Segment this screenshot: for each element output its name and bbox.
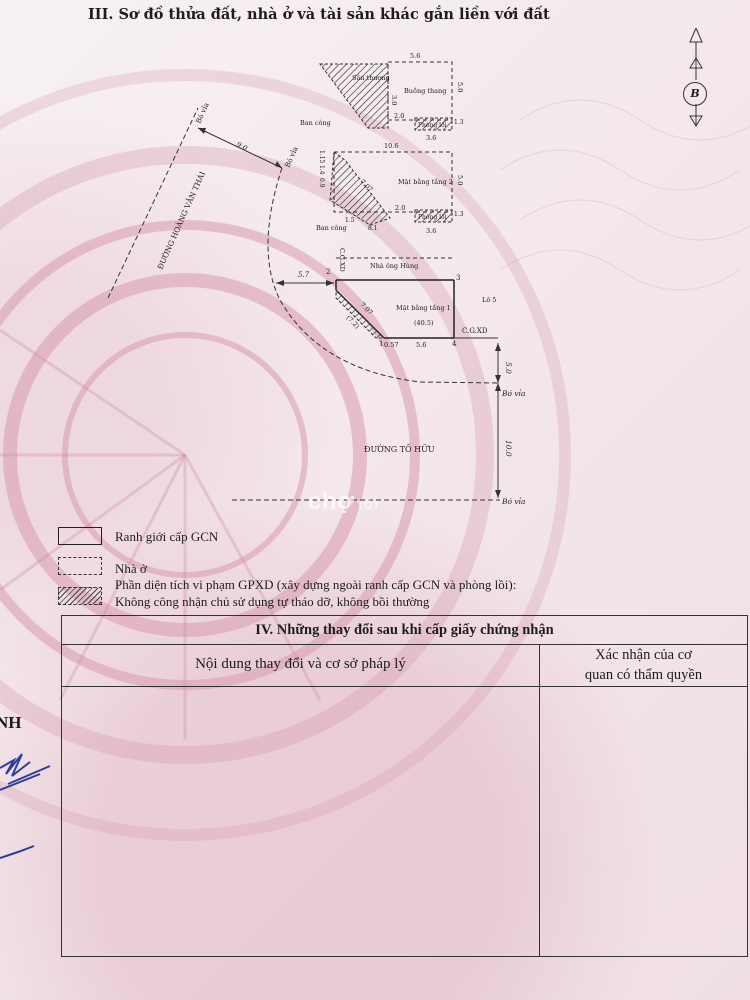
svg-text:Bó vỉa: Bó vỉa [501,389,526,398]
floor1-plan: Nhà ông Hùng Mặt bằng tầng 1 (40.5) C.G.… [276,248,498,349]
svg-text:1.3: 1.3 [454,119,464,126]
handwritten-signature [0,753,51,859]
column-header-confirmation: Xác nhận của cơ quan có thẩm quyền [584,647,703,683]
svg-text:2: 2 [326,268,330,276]
column-divider [539,644,540,956]
svg-text:Ban công: Ban công [300,119,331,127]
svg-text:Mặt bằng tầng 2: Mặt bằng tầng 2 [398,177,453,186]
svg-text:5.7: 5.7 [298,271,310,279]
svg-text:(40.5): (40.5) [414,319,434,327]
svg-text:2.0: 2.0 [394,112,404,120]
svg-text:5.0: 5.0 [456,175,464,185]
svg-text:4: 4 [452,340,457,348]
svg-text:5.6: 5.6 [410,52,420,60]
svg-text:Phòng lồi: Phòng lồi [418,213,447,221]
svg-text:2.0: 2.0 [395,204,405,212]
svg-text:Bó vỉa: Bó vỉa [283,145,300,169]
land-plot-diagram: Sân thượng Buồng thang Ban công Phòng lồ… [107,52,526,506]
svg-text:8.1: 8.1 [368,225,378,232]
svg-text:0.57: 0.57 [384,341,398,349]
svg-text:1.5: 1.5 [345,217,355,224]
svg-text:Sân thượng: Sân thượng [352,74,390,82]
svg-text:3.6: 3.6 [426,227,436,235]
svg-text:1.4: 1.4 [318,165,325,175]
svg-text:Mặt bằng tầng 1: Mặt bằng tầng 1 [396,303,451,312]
svg-text:ĐƯỜNG TỐ HỮU: ĐƯỜNG TỐ HỮU [364,444,435,454]
svg-text:Nhà ông Hùng: Nhà ông Hùng [370,261,418,270]
margin-text: NH [0,713,22,732]
svg-text:0.9: 0.9 [318,178,325,188]
svg-text:5.0: 5.0 [456,82,464,92]
legend-boundary-swatch [58,527,102,545]
changes-table-title: IV. Những thay đổi sau khi cấp giấy chứn… [62,616,747,645]
svg-text:ĐƯỜNG HOÀNG VĂN THÁI: ĐƯỜNG HOÀNG VĂN THÁI [156,170,207,271]
stamp-badge: B [683,82,707,106]
svg-text:1.3: 1.3 [454,211,464,218]
changes-table: IV. Những thay đổi sau khi cấp giấy chứn… [61,615,748,957]
svg-text:Bó vỉa: Bó vỉa [501,497,526,506]
svg-text:1: 1 [379,340,383,348]
svg-text:5.6: 5.6 [416,341,426,349]
svg-text:10.0: 10.0 [504,440,513,457]
svg-text:10.6: 10.6 [384,142,398,150]
legend-house-label: Nhà ở [115,561,147,576]
column-header-content: Nội dung thay đổi và cơ sở pháp lý [195,656,406,672]
svg-text:Lô 5: Lô 5 [482,296,496,304]
svg-text:Ban công: Ban công [316,224,347,232]
legend-violation-swatch [58,587,102,605]
svg-text:3: 3 [456,274,460,282]
svg-text:Phòng lồi: Phòng lồi [418,121,447,129]
legend-boundary-label: Ranh giới cấp GCN [115,529,219,544]
legend-house-swatch [58,557,102,575]
floor2-plan: Mặt bằng tầng 2 Ban công Phòng lồi 10.6 … [316,142,464,235]
legend-violation-label: Phần diện tích vi phạm GPXD (xây dựng ng… [115,577,517,592]
header-divider [62,686,747,687]
svg-text:1.15: 1.15 [318,150,325,164]
section-title: III. Sơ đồ thửa đất, nhà ở và tài sản kh… [88,6,550,23]
svg-text:5.0: 5.0 [504,362,513,374]
svg-text:Buồng thang: Buồng thang [404,86,446,95]
svg-text:C.G.XD: C.G.XD [338,248,346,272]
rooftop-plan: Sân thượng Buồng thang Ban công Phòng lồ… [300,52,464,142]
svg-text:3.0: 3.0 [390,95,398,105]
svg-text:3.6: 3.6 [426,134,436,142]
north-arrow-ornament [689,28,703,127]
roads: ĐƯỜNG HOÀNG VĂN THÁI ĐƯỜNG TỐ HỮU Bó vỉa… [107,101,526,506]
legend-violation-note: Không công nhận chủ sử dụng tự tháo dỡ, … [115,594,430,609]
svg-text:C.G.XD: C.G.XD [462,327,488,335]
